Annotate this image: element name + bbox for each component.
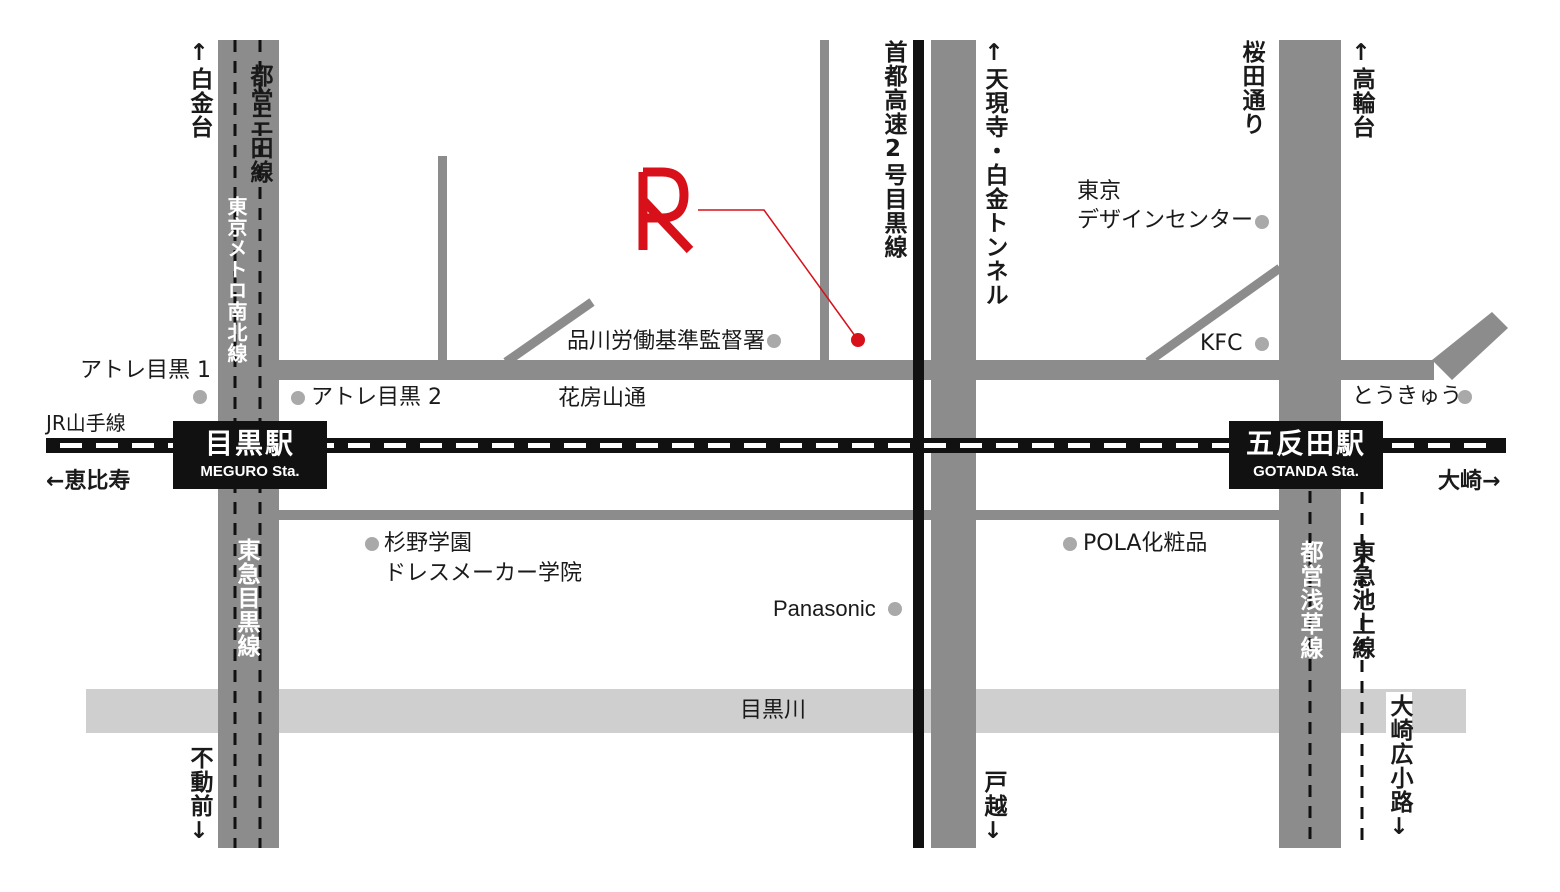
direction-togoshi: 戸越↓ bbox=[980, 770, 1006, 845]
r-logo bbox=[638, 167, 694, 254]
meguro-station: 目黒駅 MEGURO Sta. bbox=[173, 421, 327, 489]
poi-panasonic: Panasonic bbox=[773, 596, 876, 621]
poi-pola: POLA化粧品 bbox=[1083, 531, 1208, 556]
direction-takanawadai: ↑高輪台 bbox=[1348, 40, 1374, 139]
pointer-line bbox=[698, 209, 859, 341]
road-diagonal-1 bbox=[503, 298, 595, 366]
label-toei-asakusa: 都営浅草線 bbox=[1296, 540, 1322, 660]
label-jr-yamanote: JR山手線 bbox=[46, 411, 126, 435]
road-diagonal-3 bbox=[1432, 312, 1508, 380]
direction-tengenji: ↑天現寺・白金トンネル bbox=[981, 40, 1007, 307]
label-namboku: 東京メトロ南北線 bbox=[224, 196, 248, 364]
gotanda-station-name: 五反田駅 bbox=[1245, 427, 1366, 460]
poi-pola-dot bbox=[1063, 537, 1077, 551]
gotanda-station-english: GOTANDA Sta. bbox=[1253, 463, 1359, 480]
poi-atre-meguro-2: アトレ目黒 2 bbox=[311, 385, 442, 410]
label-sakurada-dori: 桜田通り bbox=[1238, 40, 1264, 136]
road-vertical-1 bbox=[438, 156, 447, 361]
poi-tokyu-dot bbox=[1458, 390, 1472, 404]
label-expressway: 首都高速2号目黒線 bbox=[880, 40, 906, 259]
poi-tokyu: とうきゅう bbox=[1352, 384, 1463, 409]
gotanda-station: 五反田駅 GOTANDA Sta. bbox=[1229, 421, 1383, 489]
label-tokyu-meguro: 東急目黒線 bbox=[233, 538, 259, 658]
destination-marker bbox=[851, 333, 865, 347]
poi-design-center-line1: 東京 bbox=[1077, 179, 1122, 204]
poi-atre-meguro-1-dot bbox=[193, 390, 207, 404]
label-toei-mita: 都営三田線 bbox=[246, 64, 272, 184]
road-diagonal-2 bbox=[1145, 264, 1283, 366]
poi-atre-meguro-2-dot bbox=[291, 391, 305, 405]
poi-panasonic-dot bbox=[888, 602, 902, 616]
road-vertical-2 bbox=[820, 40, 829, 360]
poi-atre-meguro-1: アトレ目黒 1 bbox=[80, 358, 211, 383]
meguro-river bbox=[86, 689, 1466, 733]
poi-labor-office-dot bbox=[767, 334, 781, 348]
jr-yamanote-track bbox=[46, 438, 1506, 453]
meguro-station-name: 目黒駅 bbox=[204, 427, 295, 460]
poi-sugino-line1: 杉野学園 bbox=[384, 531, 473, 556]
road-hanabusayama bbox=[279, 360, 1434, 380]
poi-design-center-dot bbox=[1255, 215, 1269, 229]
direction-osaki-hirokoji: 大崎広小路↓ bbox=[1386, 692, 1412, 843]
poi-design-center-line2: デザインセンター bbox=[1077, 208, 1254, 233]
direction-fudomae: 不動前↓ bbox=[186, 746, 212, 845]
poi-labor-office: 品川労働基準監督署 bbox=[567, 329, 766, 354]
meguro-station-english: MEGURO Sta. bbox=[200, 463, 300, 480]
direction-shirokanedai: ↑白金台 bbox=[186, 40, 212, 139]
label-tokyu-ikegami: 東急池上線 bbox=[1348, 540, 1374, 660]
label-hanabusayama-dori: 花房山通 bbox=[558, 386, 647, 411]
poi-sugino-dot bbox=[365, 537, 379, 551]
poi-sugino-line2: ドレスメーカー学院 bbox=[384, 561, 583, 586]
label-meguro-river: 目黒川 bbox=[740, 698, 807, 723]
road-bottom-horizontal bbox=[279, 510, 1279, 520]
poi-kfc-dot bbox=[1255, 337, 1269, 351]
poi-kfc: KFC bbox=[1200, 331, 1243, 356]
direction-ebisu: ←恵比寿 bbox=[46, 469, 131, 494]
direction-osaki: 大崎→ bbox=[1438, 469, 1501, 494]
